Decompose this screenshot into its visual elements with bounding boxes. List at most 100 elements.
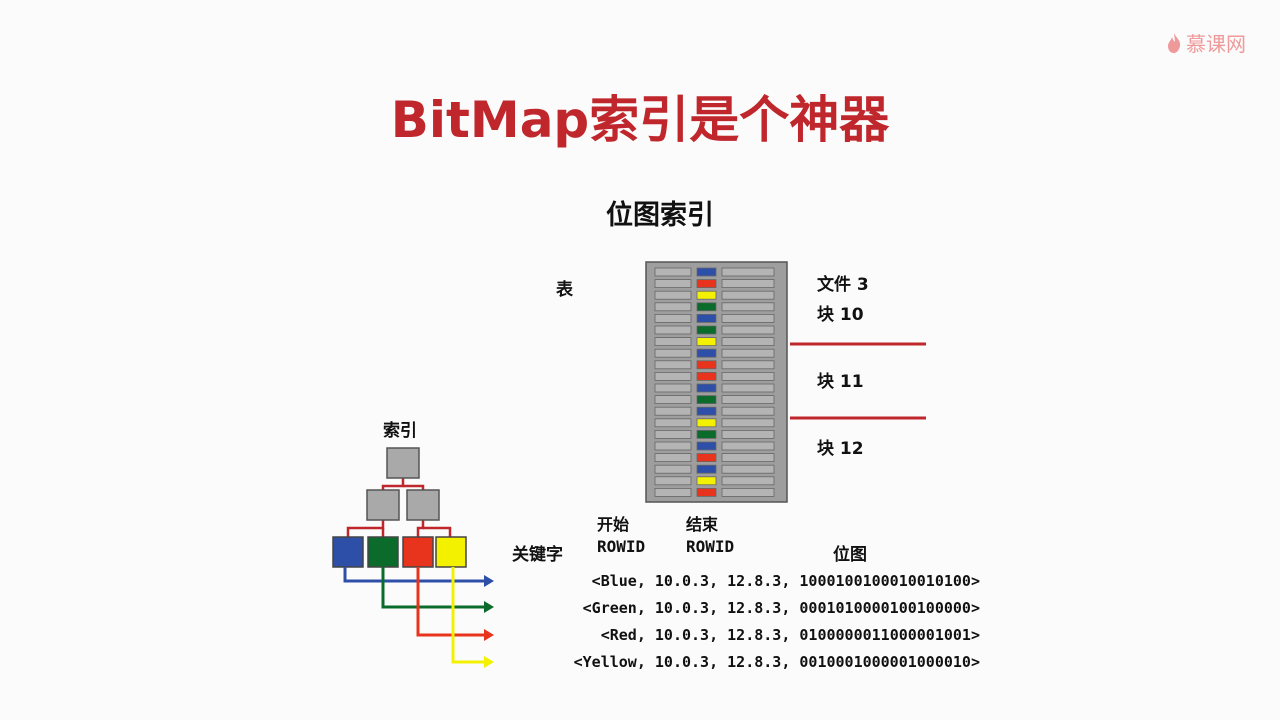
slide-title: BitMap索引是个神器: [390, 91, 890, 149]
yellow-connector: [451, 567, 484, 664]
logo: 慕课网: [1166, 28, 1246, 57]
leaf-yellow-node: [435, 536, 467, 568]
tree-root-node: [386, 447, 420, 479]
green-connector: [381, 567, 484, 609]
column-header-start: 开始 ROWID: [597, 514, 645, 558]
yellow-arrow-icon: [484, 656, 494, 668]
table-row-key-blue: [696, 383, 717, 393]
table-row-left-cell: [654, 267, 692, 277]
tree-branch-node: [406, 489, 440, 521]
table-row-key-yellow: [696, 337, 717, 347]
table-row-left-cell: [654, 395, 692, 405]
table-row-key-blue: [696, 441, 717, 451]
table-row-key-green: [696, 429, 717, 439]
table-row-right-cell: [721, 476, 775, 486]
table-row-left-cell: [654, 313, 692, 323]
table-row-left-cell: [654, 464, 692, 474]
table-row-right-cell: [721, 383, 775, 393]
leaf-blue-node: [332, 536, 364, 568]
index-label: 索引: [383, 421, 417, 441]
table-row-key-blue: [696, 313, 717, 323]
block-label-12: 块 12: [817, 439, 864, 459]
red-connector: [416, 567, 484, 637]
tree-branch-node: [366, 489, 400, 521]
table-row-right-cell: [721, 453, 775, 463]
table-row-key-blue: [696, 267, 717, 277]
table-row-key-red: [696, 360, 717, 370]
table-row-key-red: [696, 453, 717, 463]
leaf-green-node: [367, 536, 399, 568]
tree-connectors: [346, 478, 452, 537]
table-row-right-cell: [721, 360, 775, 370]
flame-icon: [1168, 32, 1181, 53]
table-row-key-green: [696, 302, 717, 312]
table-row-right-cell: [721, 464, 775, 474]
table-row-key-green: [696, 325, 717, 335]
entry-yellow: <Yellow, 10.0.3, 12.8.3, 001000100000100…: [573, 653, 980, 671]
blue-connector: [343, 567, 484, 583]
column-header-end-bottom: ROWID: [686, 537, 735, 556]
table-row-key-blue: [696, 348, 717, 358]
table-row-key-red: [696, 487, 717, 497]
table-row-left-cell: [654, 337, 692, 347]
block-label-file: 文件 3: [817, 275, 869, 295]
column-header-end: 结束 ROWID: [686, 514, 734, 558]
entry-green: <Green, 10.0.3, 12.8.3, 0001010000100100…: [582, 599, 980, 617]
table-row-right-cell: [721, 441, 775, 451]
table-row-left-cell: [654, 418, 692, 428]
table-row-right-cell: [721, 337, 775, 347]
table-row-right-cell: [721, 313, 775, 323]
table-row-left-cell: [654, 429, 692, 439]
table-row-right-cell: [721, 302, 775, 312]
table-row-key-green: [696, 395, 717, 405]
table-row-left-cell: [654, 371, 692, 381]
column-header-start-top: 开始: [597, 515, 630, 534]
table-row-key-red: [696, 279, 717, 289]
table-row-left-cell: [654, 279, 692, 289]
table-row-right-cell: [721, 290, 775, 300]
red-arrow-icon: [484, 629, 494, 641]
table-row-key-blue: [696, 406, 717, 416]
table-row-key-yellow: [696, 476, 717, 486]
block-label-10: 块 10: [817, 305, 864, 325]
table-rows: [654, 267, 775, 497]
table-row-left-cell: [654, 290, 692, 300]
table-row-left-cell: [654, 325, 692, 335]
table-row-left-cell: [654, 383, 692, 393]
table-row-right-cell: [721, 348, 775, 358]
table-row-left-cell: [654, 302, 692, 312]
column-header-end-top: 结束: [686, 515, 719, 534]
blue-arrow-icon: [484, 575, 494, 587]
table-row-right-cell: [721, 418, 775, 428]
column-header-start-bottom: ROWID: [597, 537, 646, 556]
table-row-key-blue: [696, 464, 717, 474]
table-row-right-cell: [721, 406, 775, 416]
table-row-left-cell: [654, 348, 692, 358]
table-row-left-cell: [654, 487, 692, 497]
block-label-11: 块 11: [817, 372, 864, 392]
entry-blue: <Blue, 10.0.3, 12.8.3, 10001001000100101…: [591, 572, 980, 590]
table-label: 表: [556, 280, 573, 300]
table-row-right-cell: [721, 395, 775, 405]
logo-text: 慕课网: [1186, 32, 1246, 56]
table-row-key-yellow: [696, 290, 717, 300]
table-row-left-cell: [654, 406, 692, 416]
column-header-bitmap: 位图: [833, 545, 867, 565]
table-row-left-cell: [654, 360, 692, 370]
table-row-left-cell: [654, 476, 692, 486]
table-row-left-cell: [654, 453, 692, 463]
table-row-key-yellow: [696, 418, 717, 428]
column-header-key: 关键字: [512, 545, 563, 565]
table-row-right-cell: [721, 325, 775, 335]
table-row-right-cell: [721, 267, 775, 277]
leaf-red-node: [402, 536, 434, 568]
table-row-right-cell: [721, 279, 775, 289]
table-row-right-cell: [721, 371, 775, 381]
green-arrow-icon: [484, 601, 494, 613]
table-row-key-red: [696, 371, 717, 381]
table-row-right-cell: [721, 487, 775, 497]
diagram-title: 位图索引: [606, 200, 714, 231]
entry-red: <Red, 10.0.3, 12.8.3, 010000001100000100…: [600, 626, 980, 644]
table-row-right-cell: [721, 429, 775, 439]
